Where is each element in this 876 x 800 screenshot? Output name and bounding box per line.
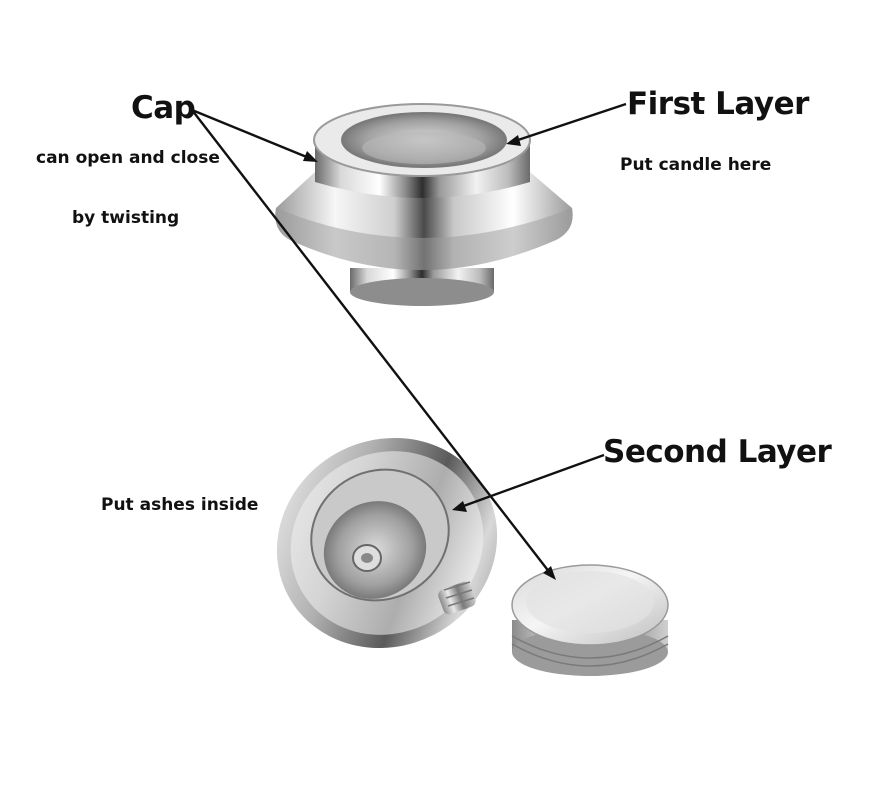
cap-label: Cap bbox=[131, 90, 196, 126]
first-layer-label: First Layer bbox=[627, 86, 809, 122]
first-layer-arrowhead bbox=[506, 135, 521, 146]
first-layer-description: Put candle here bbox=[620, 155, 772, 175]
first-layer-part bbox=[275, 103, 573, 306]
cap-description-line-2: by twisting bbox=[72, 208, 180, 228]
cap-part bbox=[511, 564, 669, 676]
cap-arrowhead-1 bbox=[303, 151, 318, 162]
second-layer-label: Second Layer bbox=[603, 434, 832, 470]
second-layer-description: Put ashes inside bbox=[101, 495, 259, 515]
second-layer-part bbox=[276, 437, 498, 649]
leader-lines bbox=[191, 102, 627, 580]
second-layer-arrowhead bbox=[452, 501, 467, 512]
cap-leader-line-1 bbox=[191, 108, 315, 162]
cap-description-line-1: can open and close bbox=[36, 148, 220, 168]
second-layer-leader-line bbox=[457, 453, 605, 510]
cap-arrowhead-2 bbox=[543, 566, 556, 580]
first-layer-leader-line bbox=[511, 102, 627, 144]
